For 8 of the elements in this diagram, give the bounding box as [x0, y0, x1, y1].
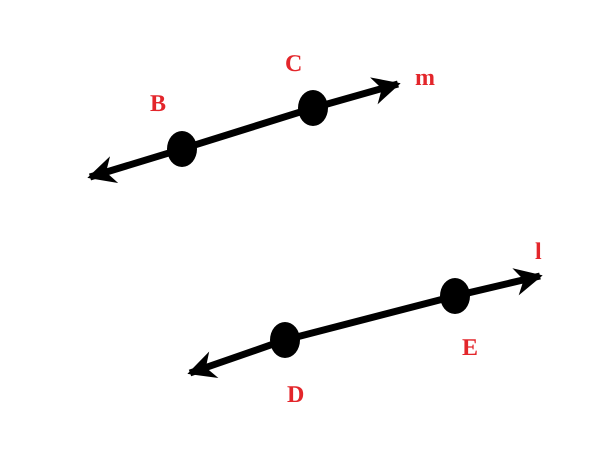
point-label: E — [462, 336, 478, 360]
line-label: l — [535, 240, 542, 264]
line-label: m — [415, 66, 435, 90]
point-label: B — [150, 92, 166, 116]
line-segment — [298, 296, 442, 340]
line-segment — [194, 108, 301, 148]
point-label: D — [287, 383, 304, 407]
point-label: C — [285, 52, 302, 76]
